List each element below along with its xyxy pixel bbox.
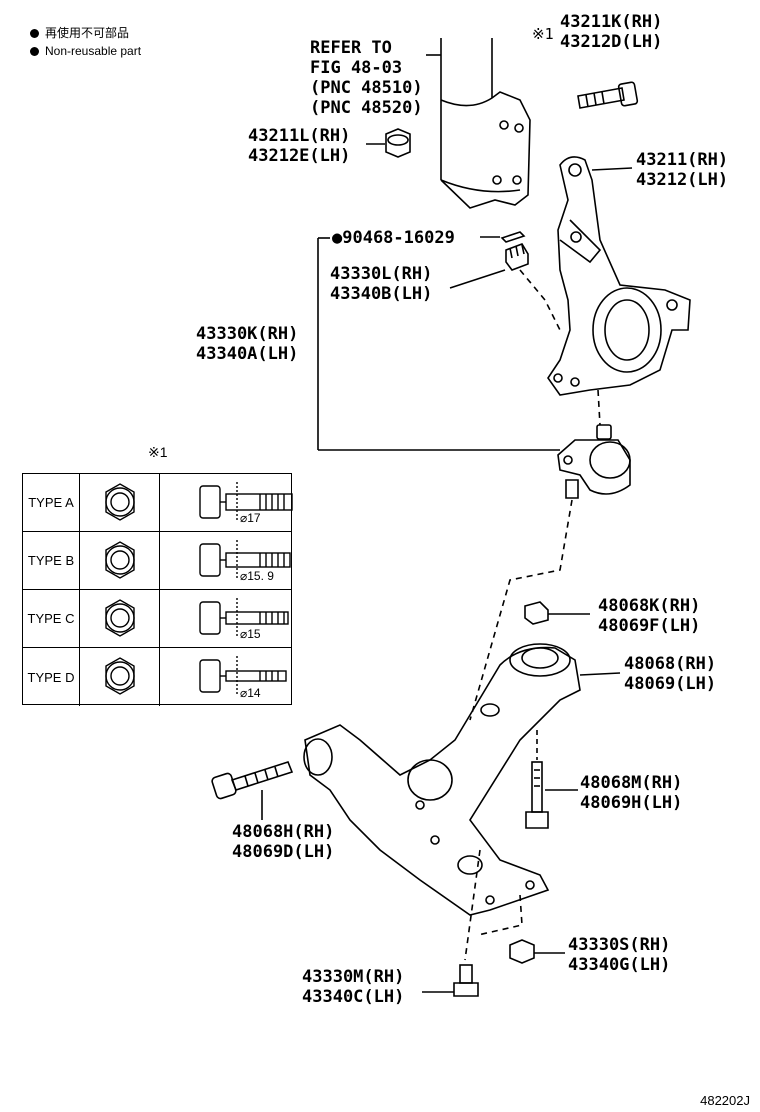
part-number-lh: 43212(LH) xyxy=(636,170,729,190)
part-number-rh: 48068M(RH) xyxy=(580,773,683,793)
label-ball-joint[interactable]: 43330K(RH) 43340A(LH) xyxy=(196,324,298,364)
refer-line-3: (PNC 48510) xyxy=(310,78,423,98)
castle-nut-drawing xyxy=(505,243,529,271)
nut-cell xyxy=(80,590,160,647)
table-row: TYPE B ⌀15. 9 xyxy=(23,532,291,590)
part-number-lh: 43340A(LH) xyxy=(196,344,299,364)
diameter-label: ⌀15 xyxy=(240,627,261,641)
label-lower-arm[interactable]: 48068(RH) 48069(LH) xyxy=(624,654,716,694)
part-number-lh: 43212D(LH) xyxy=(560,32,663,52)
refer-line-4: (PNC 48520) xyxy=(310,98,423,118)
legend-row-cn: 再使用不可部品 xyxy=(30,24,141,42)
label-nut-top[interactable]: 43211L(RH) 43212E(LH) xyxy=(248,126,350,166)
legend-row-en: Non-reusable part xyxy=(30,42,141,60)
part-number-lh: 48069D(LH) xyxy=(232,842,335,862)
bolt-bottom-drawing xyxy=(422,964,479,997)
bolt-arm-rear-drawing xyxy=(525,730,578,829)
legend-cn-text: 再使用不可部品 xyxy=(45,26,130,40)
hex-nut-icon xyxy=(105,483,135,521)
label-nut-bottom[interactable]: 43330S(RH) 43340G(LH) xyxy=(568,935,670,975)
label-refer[interactable]: REFER TO FIG 48-03 (PNC 48510) (PNC 4852… xyxy=(310,38,423,118)
refer-line-2: FIG 48-03 xyxy=(310,58,403,78)
type-label: TYPE B xyxy=(23,532,80,589)
part-number-lh: 43340G(LH) xyxy=(568,955,671,975)
flange-bolt-icon xyxy=(199,482,293,522)
bolt-cell: ⌀14 xyxy=(160,648,291,706)
legend-en-text: Non-reusable part xyxy=(45,44,142,58)
bullet-icon xyxy=(30,46,39,56)
part-number-lh: 48069(LH) xyxy=(624,674,717,694)
ball-joint-drawing xyxy=(557,424,631,499)
part-number-rh: 43211K(RH) xyxy=(560,12,663,32)
part-number-rh: 43211(RH) xyxy=(636,150,729,170)
nut-cell xyxy=(80,474,160,531)
part-number-rh: 43330S(RH) xyxy=(568,935,671,955)
bolt-top-drawing xyxy=(577,81,639,109)
label-knuckle[interactable]: 43211(RH) 43212(LH) xyxy=(636,150,728,190)
nut-cell xyxy=(80,648,160,706)
part-number-rh: 43211L(RH) xyxy=(248,126,351,146)
refer-line-1: REFER TO xyxy=(310,38,392,58)
bullet-icon xyxy=(30,28,39,38)
part-number-lh: 48069H(LH) xyxy=(580,793,683,813)
part-number-lh: 43212E(LH) xyxy=(248,146,351,166)
table-row: TYPE C ⌀15 xyxy=(23,590,291,648)
part-number-lh: 43340C(LH) xyxy=(302,987,405,1007)
bolt-cell: ⌀17 xyxy=(160,474,293,531)
bolt-arm-front-drawing xyxy=(211,761,294,820)
type-label: TYPE D xyxy=(23,648,80,706)
flange-bolt-icon xyxy=(199,656,287,696)
part-number-lh: 48069F(LH) xyxy=(598,616,701,636)
label-nut-arm[interactable]: 48068K(RH) 48069F(LH) xyxy=(598,596,700,636)
part-number-rh: 43330K(RH) xyxy=(196,324,299,344)
nut-arm-drawing xyxy=(524,601,590,625)
diameter-label: ⌀14 xyxy=(240,686,261,700)
lower-arm-drawing xyxy=(303,643,621,916)
bolt-type-table: TYPE A ⌀17 TYPE B ⌀15. 9 TYPE C ⌀15 TYPE… xyxy=(22,473,293,706)
label-bolt-bottom[interactable]: 43330M(RH) 43340C(LH) xyxy=(302,967,404,1007)
type-label: TYPE A xyxy=(23,474,80,531)
nut-top-drawing xyxy=(366,128,411,158)
part-number-rh: 48068(RH) xyxy=(624,654,717,674)
legend: 再使用不可部品 Non-reusable part xyxy=(30,24,141,60)
bolt-cell: ⌀15 xyxy=(160,590,291,647)
table-note: ※1 xyxy=(148,444,168,460)
strut-drawing xyxy=(440,38,531,209)
part-number-lh: 43340B(LH) xyxy=(330,284,433,304)
steering-knuckle-drawing xyxy=(547,156,691,396)
table-row: TYPE D ⌀14 xyxy=(23,648,291,706)
bolt-cell: ⌀15. 9 xyxy=(160,532,291,589)
nut-cell xyxy=(80,532,160,589)
label-bolt-top[interactable]: 43211K(RH) 43212D(LH) xyxy=(560,12,662,52)
hex-nut-icon xyxy=(105,599,135,637)
label-castle-nut[interactable]: 43330L(RH) 43340B(LH) xyxy=(330,264,432,304)
hex-nut-icon xyxy=(105,541,135,579)
label-bolt-arm-front[interactable]: 48068H(RH) 48069D(LH) xyxy=(232,822,334,862)
diameter-label: ⌀15. 9 xyxy=(240,569,274,583)
flange-bolt-icon xyxy=(199,540,291,580)
diagram-code: 482202J xyxy=(700,1093,750,1108)
nut-bottom-drawing xyxy=(509,939,565,964)
label-bolt-top-note: ※1 xyxy=(532,25,554,43)
label-bolt-arm-rear[interactable]: 48068M(RH) 48069H(LH) xyxy=(580,773,682,813)
part-number-rh: 48068H(RH) xyxy=(232,822,335,842)
part-number-rh: 43330M(RH) xyxy=(302,967,405,987)
cotter-pin-drawing xyxy=(480,231,526,243)
label-cotter-pin[interactable]: ●90468-16029 xyxy=(332,228,455,248)
type-label: TYPE C xyxy=(23,590,80,647)
table-row: TYPE A ⌀17 xyxy=(23,474,293,532)
flange-bolt-icon xyxy=(199,598,289,638)
diameter-label: ⌀17 xyxy=(240,511,261,525)
part-number-rh: 43330L(RH) xyxy=(330,264,433,284)
part-number-rh: 48068K(RH) xyxy=(598,596,701,616)
hex-nut-icon xyxy=(105,657,135,695)
